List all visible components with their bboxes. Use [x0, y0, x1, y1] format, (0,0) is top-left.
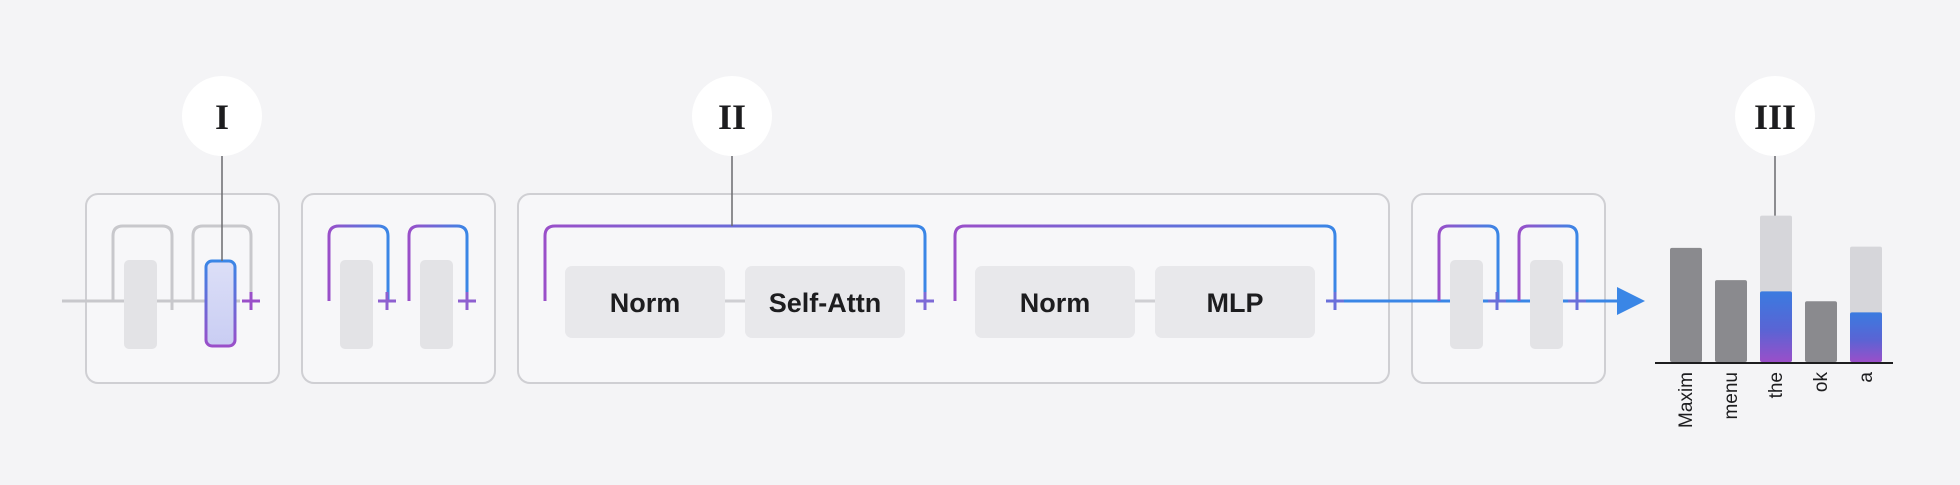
tick-label-the: the [1766, 372, 1787, 398]
expanded-branches [543, 224, 1337, 301]
self-attn-label: Self-Attn [769, 288, 881, 318]
bar-a [1850, 312, 1882, 362]
group-1-highlighted-sublayer [204, 259, 237, 348]
group-2-sublayer-a [340, 260, 373, 349]
mlp-box [1155, 266, 1315, 338]
tick-label-ok: ok [1811, 372, 1832, 393]
expanded-add-ops [916, 292, 1344, 310]
output-arrowhead [1617, 287, 1645, 315]
group-3-sublayer-a [1450, 260, 1483, 349]
group-2-branches [327, 224, 469, 301]
tick-label-a: a [1856, 372, 1877, 383]
bar-the [1760, 291, 1792, 362]
bar-ok [1805, 301, 1837, 362]
tick-label-Maxim: Maxim [1676, 372, 1697, 428]
callout-i-circle [182, 76, 262, 156]
group-2-add-ops [378, 292, 476, 310]
norm-1-box [565, 266, 725, 338]
callout-ii-circle [692, 76, 772, 156]
norm-2-box [975, 266, 1135, 338]
callout-iii-circle [1735, 76, 1815, 156]
callout-i-label: I [215, 97, 229, 137]
group-1-add-ops [163, 292, 260, 310]
self-attn-box [745, 266, 905, 338]
callout-iii-label: III [1754, 97, 1796, 137]
norm-2-label: Norm [1020, 288, 1091, 318]
callout-ii-label: II [718, 97, 746, 137]
norm-1-label: Norm [610, 288, 681, 318]
bar-menu [1715, 280, 1747, 362]
group-3-add-ops [1488, 292, 1586, 310]
group-1-sublayer-a [124, 260, 157, 349]
tick-label-menu: menu [1721, 372, 1742, 420]
output-distribution-chart: Maxim menu the ok a [1670, 215, 1882, 428]
bar-Maxim [1670, 247, 1702, 362]
group-3-sublayer-b [1530, 260, 1563, 349]
group-2-sublayer-b [420, 260, 453, 349]
mlp-label: MLP [1207, 288, 1264, 318]
group-3-branches [1437, 224, 1579, 301]
